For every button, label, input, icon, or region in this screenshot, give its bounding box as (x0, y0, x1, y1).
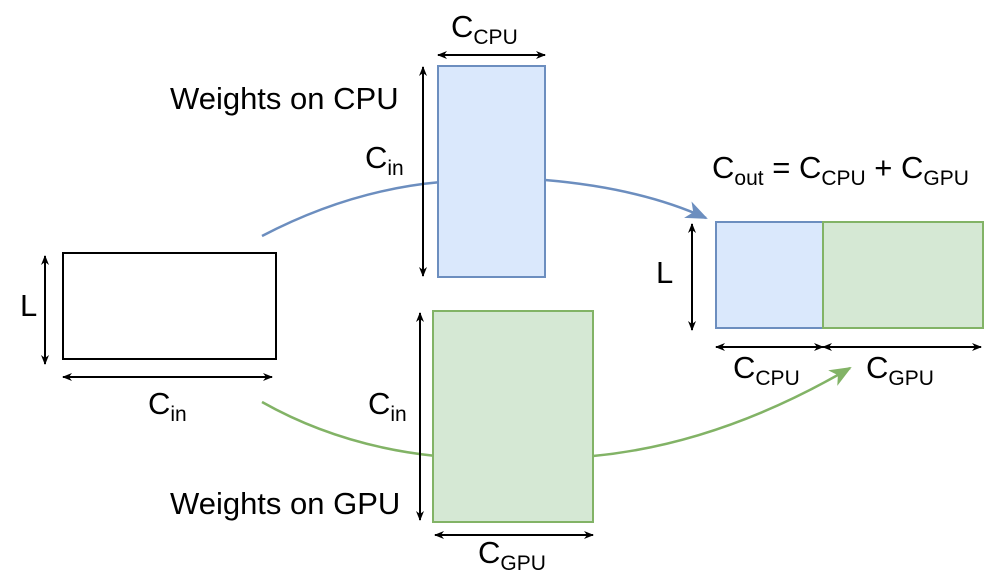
cpu-output-arrow (544, 178, 708, 220)
output-gpu-width-label: CGPU (866, 350, 934, 390)
gpu-output-arrow (592, 366, 852, 458)
gpu-flow-curve (261, 400, 437, 458)
gpu-weights-width-label: CGPU (478, 535, 546, 575)
gpu-weights-box (432, 310, 594, 523)
cpu-weights-height-label: Cin (365, 140, 404, 180)
output-height-label: L (656, 255, 673, 290)
input-tensor-box (62, 252, 277, 360)
cpu-weights-title: Weights on CPU (170, 81, 399, 116)
cpu-flow-curve (261, 180, 442, 238)
input-width-label: Cin (148, 386, 187, 426)
gpu-weights-title: Weights on GPU (170, 486, 400, 521)
output-cpu-part (715, 221, 824, 329)
input-height-label: L (20, 288, 37, 323)
cpu-weights-width-label: CCPU (451, 9, 518, 49)
gpu-weights-height-label: Cin (368, 386, 407, 426)
output-gpu-part (822, 221, 984, 329)
output-equation: Cout = CCPU + CGPU (712, 150, 969, 190)
cpu-weights-box (437, 65, 546, 278)
output-cpu-width-label: CCPU (733, 350, 800, 390)
